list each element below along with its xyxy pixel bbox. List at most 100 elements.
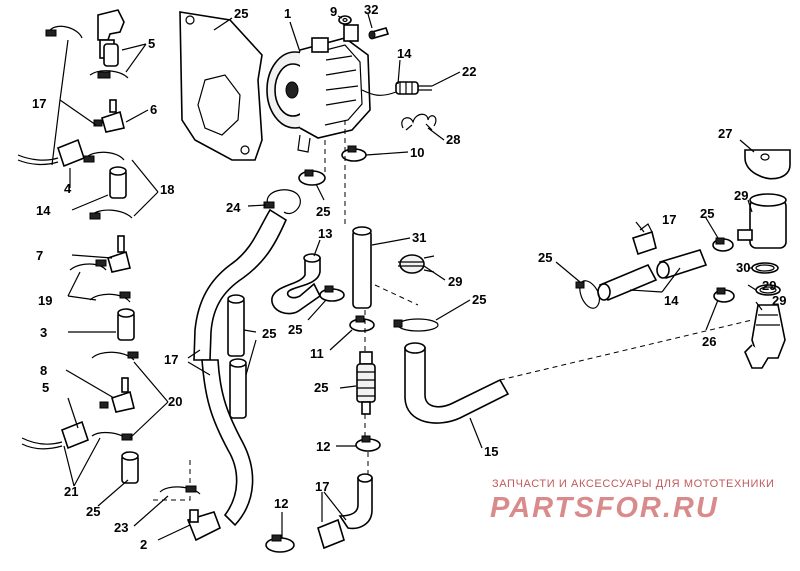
hose-part-8: [352, 226, 372, 309]
screw-part-9: [368, 27, 390, 40]
inline-filter-part-26: [356, 351, 376, 415]
callout-25-f: 23: [114, 520, 128, 535]
callout-3: 22: [462, 64, 476, 79]
primer-bulb-part-12: [21, 420, 89, 450]
clamp-part-25: [159, 485, 201, 495]
primer-bulb-part-12: [17, 138, 85, 168]
callout-5b: 29: [772, 293, 786, 308]
callout-15: 9: [330, 4, 337, 19]
callout-12b: 5: [42, 380, 49, 395]
callout-17b: 11: [310, 346, 324, 361]
callout-25-a: 17: [32, 96, 46, 111]
callout-17: 10: [410, 145, 424, 160]
callout-30: 27: [718, 126, 732, 141]
bent-hose-part-18: [271, 253, 322, 315]
connector-part-10: [186, 509, 222, 542]
hose-part-20: [109, 166, 127, 199]
callout-29-c: 25: [700, 206, 714, 221]
fitting-part-2: [395, 81, 432, 95]
callout-8: 31: [412, 230, 426, 245]
callout-27: 25: [262, 326, 276, 341]
callout-25-c: 19: [38, 293, 52, 308]
fitting-part-14: [99, 377, 135, 413]
callout-4: 25: [234, 6, 248, 21]
callout-5: 29: [734, 188, 748, 203]
filter-bowl-part-5: [737, 193, 787, 249]
callout-14: 6: [150, 102, 157, 117]
callout-26: 25: [314, 380, 328, 395]
callout-21: 15: [484, 444, 498, 459]
hose-part-11: [117, 308, 135, 341]
clamp-part-25: [89, 209, 133, 220]
watermark-logo: PARTSFOR.RU: [490, 492, 719, 524]
hose-clamp-part-17: [341, 145, 367, 162]
check-valve-part-32: [398, 254, 435, 274]
hose-part-21: [404, 342, 510, 424]
callout-29-a: 25: [316, 204, 330, 219]
clamp-part-25: [91, 351, 139, 361]
fitting-part-14: [93, 99, 125, 133]
callout-25-h: 25: [472, 292, 486, 307]
clamp-part-25: [575, 280, 601, 309]
hose-clamp-part-17: [349, 315, 375, 332]
clamp-part-29: [712, 237, 734, 252]
callout-25-i: 25: [538, 250, 552, 265]
callout-17d: 12: [274, 496, 288, 511]
hose-part-28: [121, 451, 139, 484]
hose-part-22: [317, 473, 373, 550]
o-ring-part-7: [751, 262, 779, 274]
hose-clamp-part-17: [265, 534, 295, 553]
callout-22: 17: [315, 479, 329, 494]
callout-13: 5: [148, 36, 155, 51]
callout-32: 29: [448, 274, 462, 289]
hose-clamp-part-29: [298, 169, 326, 186]
callout-19: 14: [664, 293, 679, 308]
callout-14c: 8: [40, 363, 47, 378]
callout-18: 13: [318, 226, 332, 241]
callout-24: 17: [662, 212, 676, 227]
hose-clamp-part-29: [319, 285, 345, 302]
callout-11: 3: [40, 325, 47, 340]
hose-part-19: [597, 249, 708, 302]
washer-part-6: [755, 284, 781, 296]
clamp-part-25: [69, 259, 131, 303]
clip-part-30: [744, 149, 791, 180]
callout-14b: 7: [36, 248, 43, 263]
fitting-part-14: [107, 235, 131, 273]
clamp-part-25: [91, 431, 133, 441]
spring-clip-part-31: [401, 113, 437, 131]
callout-28: 25: [86, 504, 100, 519]
mounting-plate: [179, 11, 263, 161]
callout-31: 28: [446, 132, 460, 147]
callout-1: 1: [284, 6, 291, 21]
callout-25-d: 20: [168, 394, 182, 409]
clamp-part-29: [713, 287, 735, 303]
watermark-subtitle: ЗАПЧАСТИ И АКСЕССУАРЫ ДЛЯ МОТОТЕХНИКИ: [492, 478, 775, 490]
leader-lines: [51, 13, 763, 541]
callout-10: 2: [140, 537, 147, 552]
callout-9: 32: [364, 2, 378, 17]
callout-25-b: 18: [160, 182, 174, 197]
callout-labels: 1 14 22 25 29 29 29 30 31 32 2 3 4 5 5 6…: [32, 2, 786, 552]
short-hose-part-27: [227, 294, 247, 419]
callout-7: 30: [736, 260, 750, 275]
hose-clamp-part-17: [355, 435, 381, 452]
filter-housing-part-5: [744, 304, 786, 369]
long-hose-part-23: [193, 208, 288, 527]
callout-12: 4: [64, 181, 72, 196]
clamp-part-24: [631, 223, 657, 256]
callout-29-b: 25: [288, 322, 302, 337]
callout-25-g: 24: [226, 200, 241, 215]
clamp-part-25: [45, 25, 129, 79]
callout-2: 14: [397, 46, 412, 61]
callout-29-d: 26: [702, 334, 716, 349]
clamp-part-25: [83, 151, 125, 163]
callout-23: 17: [164, 352, 178, 367]
fuel-pump-assembly: [266, 24, 397, 153]
callout-20: 14: [36, 203, 51, 218]
elbow-fitting-part-13: [97, 9, 125, 67]
callout-6: 29: [762, 278, 776, 293]
clamp-part-25: [393, 318, 439, 332]
